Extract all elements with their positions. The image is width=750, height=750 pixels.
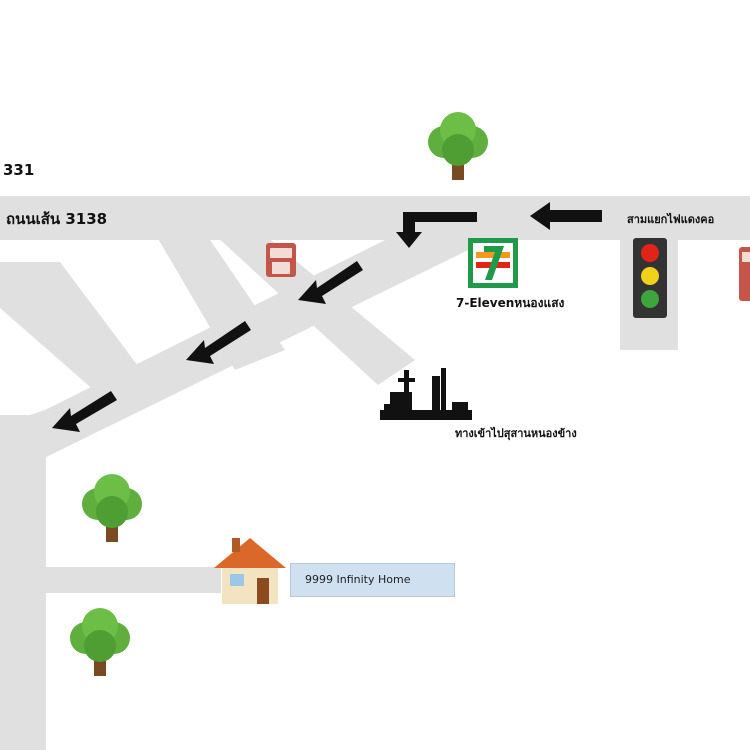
home-label-box: 9999 Infinity Home xyxy=(290,563,455,597)
vertical-road-left xyxy=(0,415,46,750)
arrow-icon xyxy=(186,321,251,364)
seven-eleven-logo-icon xyxy=(468,238,518,288)
landmark-road xyxy=(215,235,415,385)
arrow-icon xyxy=(52,391,117,432)
cemetery-entrance-label: ทางเข้าไปสุสานหนองข้าง xyxy=(455,427,577,440)
main-road-label: ถนนเส้น 3138 xyxy=(6,210,108,228)
cemetery-landmark-icon xyxy=(380,368,472,420)
direction-arrows xyxy=(52,202,602,432)
home-spur-road xyxy=(46,567,221,593)
tree-icon xyxy=(82,474,142,542)
tree-icon xyxy=(70,608,130,676)
gas-station-icon xyxy=(739,247,750,301)
road-number-label: 331 xyxy=(3,161,35,179)
traffic-light-intersection-label: สามแยกไฟแดงคอ xyxy=(627,213,715,226)
main-road-3138 xyxy=(0,196,750,240)
home-label: 9999 Infinity Home xyxy=(305,573,411,586)
traffic-light-icon xyxy=(633,238,667,318)
upper-branch-road xyxy=(150,225,285,370)
roads xyxy=(0,196,750,750)
tree-icon xyxy=(428,112,488,180)
arrow-icon xyxy=(530,202,602,230)
gas-station-icon xyxy=(266,243,296,277)
arrow-icon xyxy=(298,261,363,304)
seven-eleven-label: 7-Elevenหนองแสง xyxy=(456,296,565,310)
house-icon xyxy=(214,538,286,604)
left-branch-road xyxy=(0,262,150,400)
arrow-icon xyxy=(396,212,477,248)
